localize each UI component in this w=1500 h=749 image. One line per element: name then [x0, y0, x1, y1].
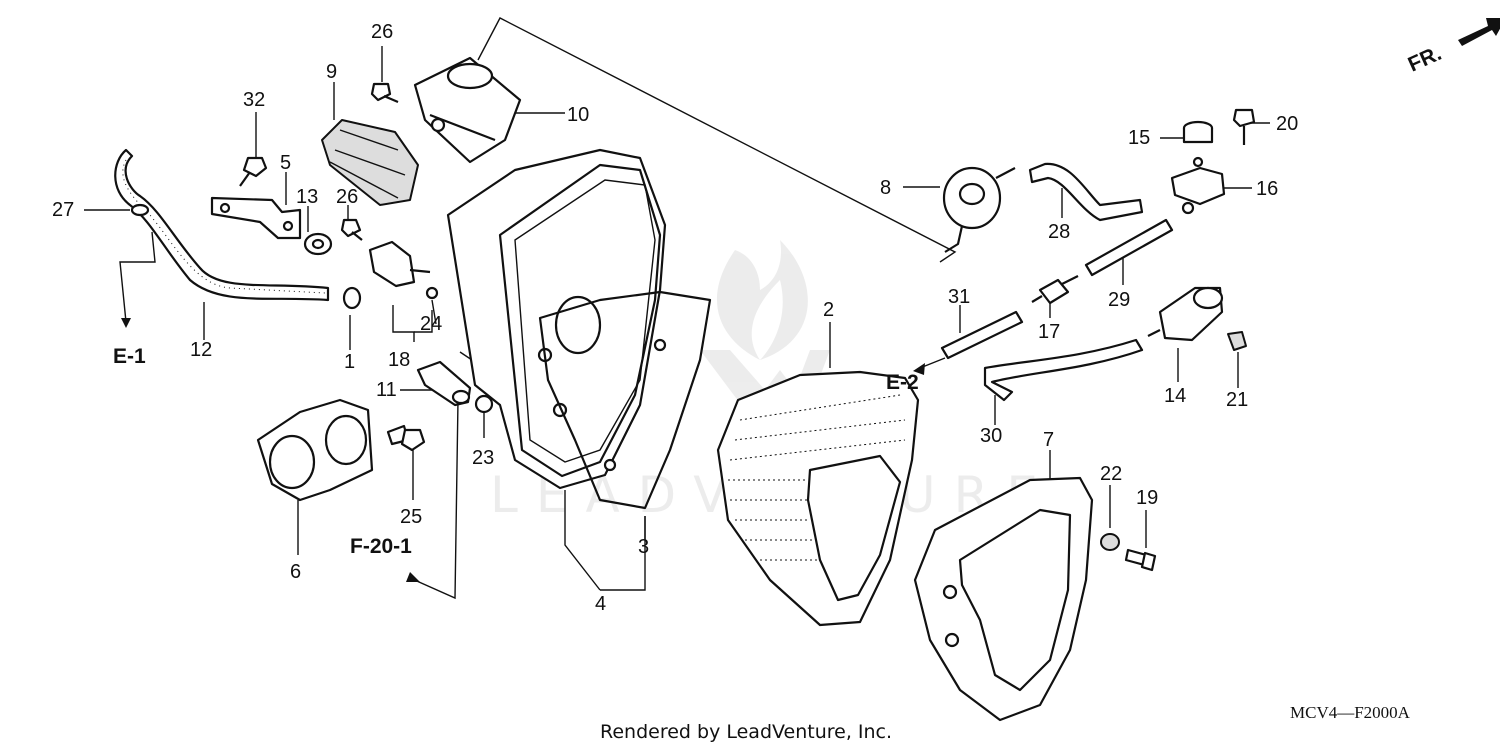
- callout-7: 7: [1043, 429, 1054, 451]
- callout-29: 29: [1108, 289, 1130, 311]
- part-hose-12: [114, 148, 330, 302]
- part-tube-29: [1084, 218, 1174, 277]
- callout-13: 13: [296, 186, 318, 208]
- callout-1: 1: [344, 351, 355, 373]
- reference-f20-1: F-20-1: [350, 535, 412, 558]
- part-hose-30: [983, 338, 1144, 402]
- diagram-code: MCV4—F2000A: [1290, 703, 1411, 722]
- callout-24: 24: [420, 313, 442, 335]
- callout-5: 5: [280, 152, 291, 174]
- footer-credit: Rendered by LeadVenture, Inc.: [600, 721, 892, 743]
- part-bolt-32: [239, 156, 268, 187]
- part-air-duct-top: [413, 56, 522, 164]
- callout-4: 4: [595, 593, 606, 615]
- callout-26: 26: [371, 21, 393, 43]
- callout-2: 2: [823, 299, 834, 321]
- part-bolt-26-top: [370, 82, 399, 104]
- part-washer-22: [1100, 533, 1120, 551]
- part-grommet-13: [303, 232, 333, 256]
- part-oring-24: [425, 286, 439, 300]
- callout-22: 22: [1100, 463, 1122, 485]
- callout-20: 20: [1276, 113, 1298, 135]
- part-cap-15: [1182, 120, 1214, 144]
- callout-27: 27: [52, 199, 74, 221]
- part-cover-7: [913, 476, 1094, 722]
- part-sensor-18: [368, 240, 431, 288]
- part-cap-11: [416, 360, 472, 407]
- callout-18: 18: [388, 349, 410, 371]
- callout-11: 11: [376, 379, 397, 401]
- callout-23: 23: [472, 447, 494, 469]
- callout-16: 16: [1256, 178, 1278, 200]
- callout-28: 28: [1048, 221, 1070, 243]
- part-filter-14: [1147, 286, 1224, 342]
- part-intake-boot: [321, 119, 419, 206]
- part-tube-31: [940, 310, 1024, 360]
- part-hose-28: [1028, 162, 1144, 222]
- callout-15: 15: [1128, 127, 1150, 149]
- callout-9: 9: [326, 61, 337, 83]
- part-clip-21: [1227, 331, 1247, 351]
- callout-17: 17: [1038, 321, 1060, 343]
- part-air-cleaner-case-4: [446, 148, 667, 490]
- part-bolt-20: [1232, 108, 1256, 145]
- callout-30: 30: [980, 425, 1002, 447]
- callout-6: 6: [290, 561, 301, 583]
- part-valve-8: [942, 166, 1016, 253]
- callout-19: 19: [1136, 487, 1158, 509]
- reference-e2: E-2: [886, 371, 919, 394]
- part-bolt-26-mid: [340, 218, 363, 241]
- part-bolt-25: [386, 424, 426, 452]
- part-clip-1: [342, 286, 362, 310]
- callout-numbers: 26 9 32 10 5 27 13 26 12 1 24 18 11 23 2…: [52, 21, 1298, 615]
- part-bracket-5: [210, 196, 302, 240]
- callout-3: 3: [638, 536, 649, 558]
- front-direction-arrow-icon: FR.: [1405, 18, 1500, 77]
- part-clip-27: [130, 203, 150, 217]
- part-valve-16: [1170, 156, 1226, 215]
- part-air-element-2: [716, 370, 920, 627]
- callout-32: 32: [243, 89, 265, 111]
- part-screw-19: [1124, 548, 1157, 572]
- reference-e1: E-1: [113, 345, 146, 368]
- part-gasket-3: [538, 290, 712, 510]
- callout-12: 12: [190, 339, 212, 361]
- callout-31: 31: [948, 286, 970, 308]
- front-direction-label: FR.: [1405, 42, 1445, 77]
- part-joint-17: [1031, 275, 1079, 305]
- callout-21: 21: [1226, 389, 1248, 411]
- callout-14: 14: [1164, 385, 1186, 407]
- callout-8: 8: [880, 177, 891, 199]
- part-joint-6: [256, 398, 374, 502]
- callout-25: 25: [400, 506, 422, 528]
- callout-26b: 26: [336, 186, 358, 208]
- callout-10: 10: [567, 104, 589, 126]
